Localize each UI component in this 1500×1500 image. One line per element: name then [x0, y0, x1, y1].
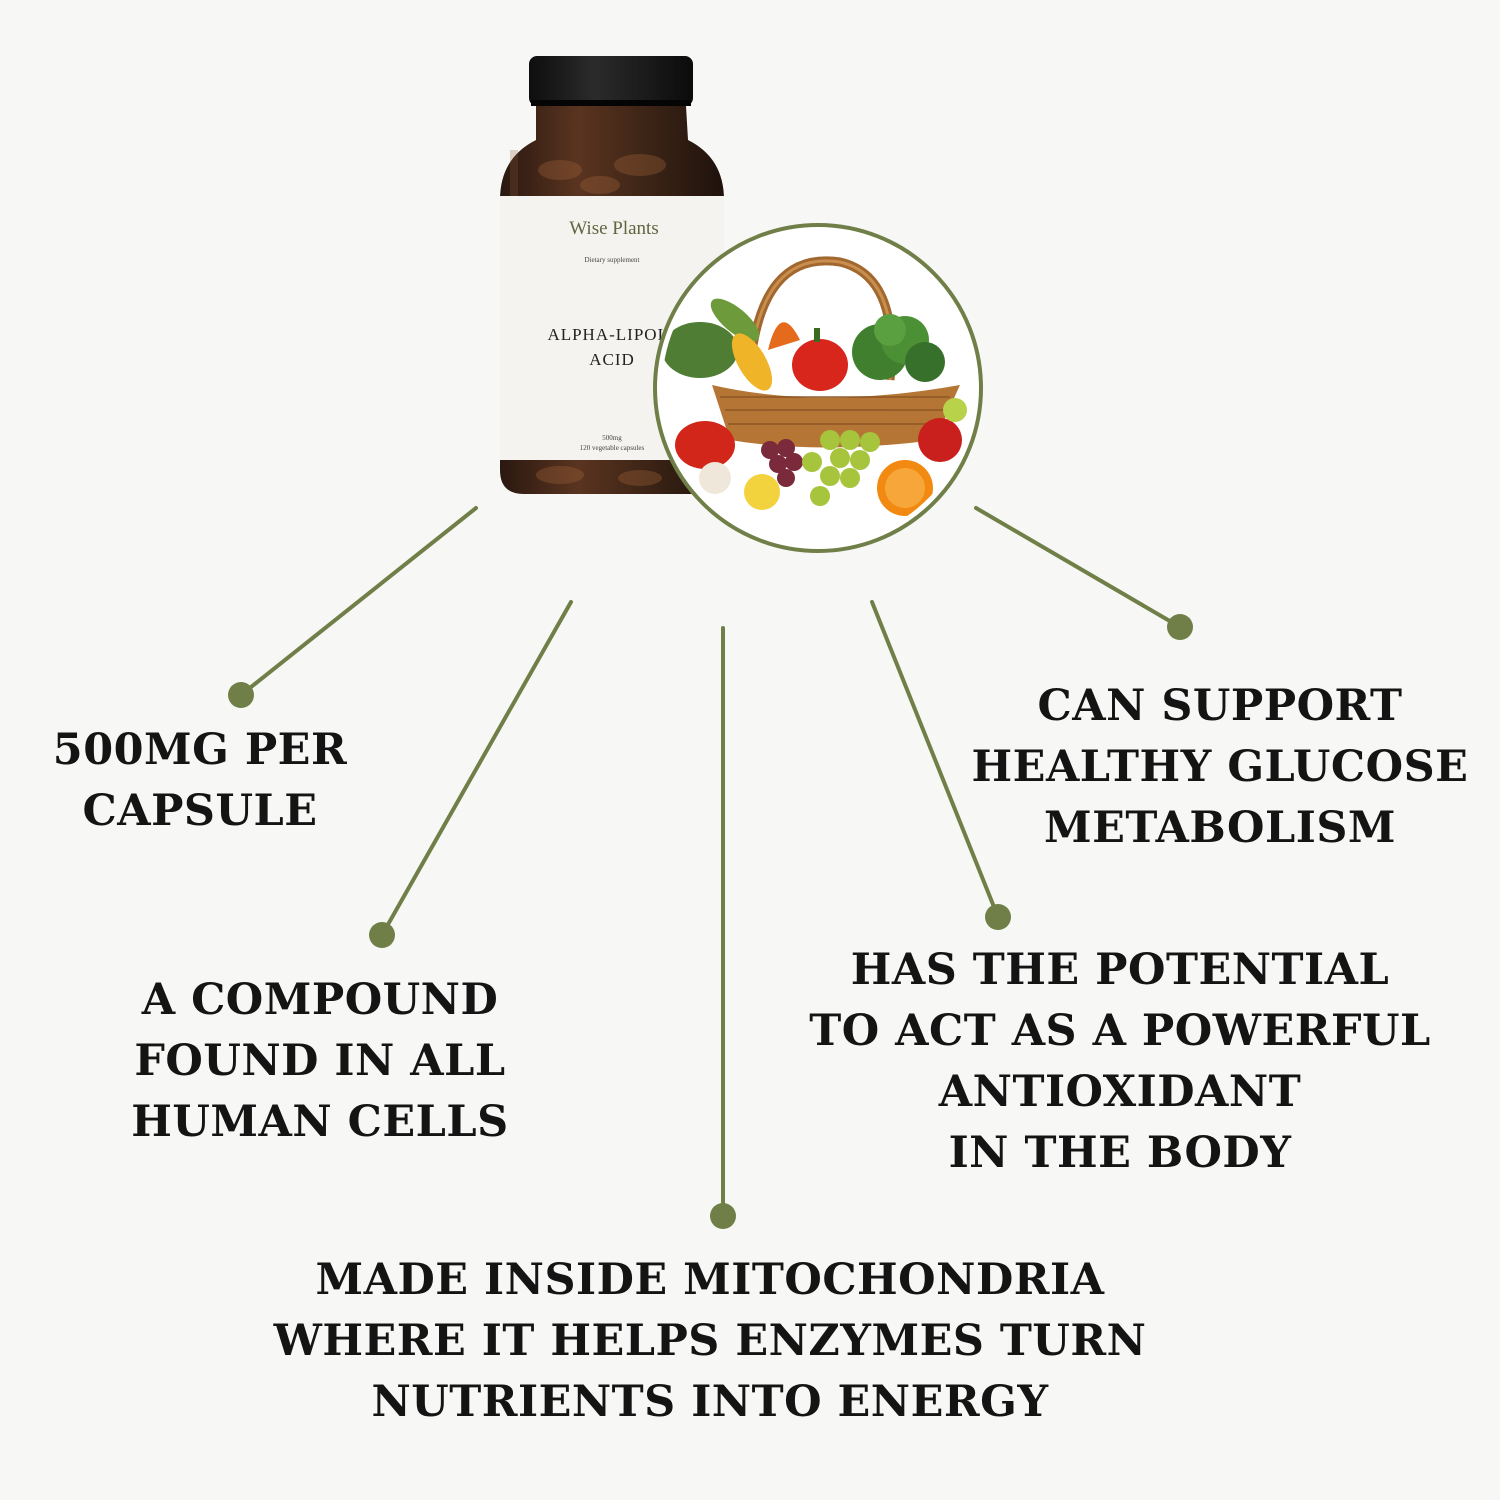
label-subtitle: Dietary supplement	[584, 256, 639, 264]
connector-compound	[380, 600, 573, 937]
label-product-name-2: ACID	[589, 350, 635, 369]
claim-antioxidant-line: ANTIOXIDANT	[938, 1067, 1302, 1117]
dot-antioxidant	[985, 904, 1011, 930]
claim-mitochondria-line: MADE INSIDE MITOCHONDRIA	[315, 1255, 1105, 1305]
vegetable-basket-image	[653, 223, 983, 553]
claim-mitochondria-line: NUTRIENTS INTO ENERGY	[371, 1377, 1049, 1427]
claim-antioxidant: HAS THE POTENTIAL TO ACT AS A POWERFUL A…	[800, 940, 1440, 1184]
claim-antioxidant-line: TO ACT AS A POWERFUL	[809, 1006, 1431, 1056]
dot-compound	[369, 922, 395, 948]
claim-antioxidant-line: IN THE BODY	[948, 1128, 1292, 1178]
claim-mitochondria: MADE INSIDE MITOCHONDRIA WHERE IT HELPS …	[260, 1250, 1160, 1433]
label-brand: Wise Plants	[569, 218, 658, 239]
label-dose: 500mg	[602, 434, 622, 442]
connector-dose	[239, 506, 478, 697]
claim-compound-line: HUMAN CELLS	[131, 1097, 509, 1147]
claim-antioxidant-line: HAS THE POTENTIAL	[850, 945, 1390, 995]
label-product-name: ALPHA-LIPOIC	[547, 325, 676, 344]
connector-antioxidant	[870, 600, 1000, 919]
claim-glucose-line: METABOLISM	[1044, 803, 1396, 853]
claim-compound-line: FOUND IN ALL	[134, 1036, 506, 1086]
connector-glucose	[974, 506, 1182, 629]
dot-glucose	[1167, 614, 1193, 640]
claim-compound-line: A COMPOUND	[141, 975, 499, 1025]
claim-glucose-line: HEALTHY GLUCOSE	[971, 742, 1469, 792]
claim-glucose: CAN SUPPORT HEALTHY GLUCOSE METABOLISM	[970, 676, 1470, 859]
label-count: 120 vegetable capsules	[580, 444, 645, 452]
connector-lines	[239, 506, 1182, 1217]
claim-mitochondria-line: WHERE IT HELPS ENZYMES TURN	[273, 1316, 1147, 1366]
claim-dose: 500MG PER CAPSULE	[40, 720, 360, 842]
claim-compound: A COMPOUND FOUND IN ALL HUMAN CELLS	[120, 970, 520, 1153]
dot-mitochondria	[710, 1203, 736, 1229]
bottle-cap	[529, 56, 693, 106]
claim-glucose-line: CAN SUPPORT	[1037, 681, 1403, 731]
connector-dots	[228, 614, 1193, 1229]
claim-dose-line: CAPSULE	[82, 786, 318, 836]
dot-dose	[228, 682, 254, 708]
claim-dose-line: 500MG PER	[52, 725, 348, 775]
